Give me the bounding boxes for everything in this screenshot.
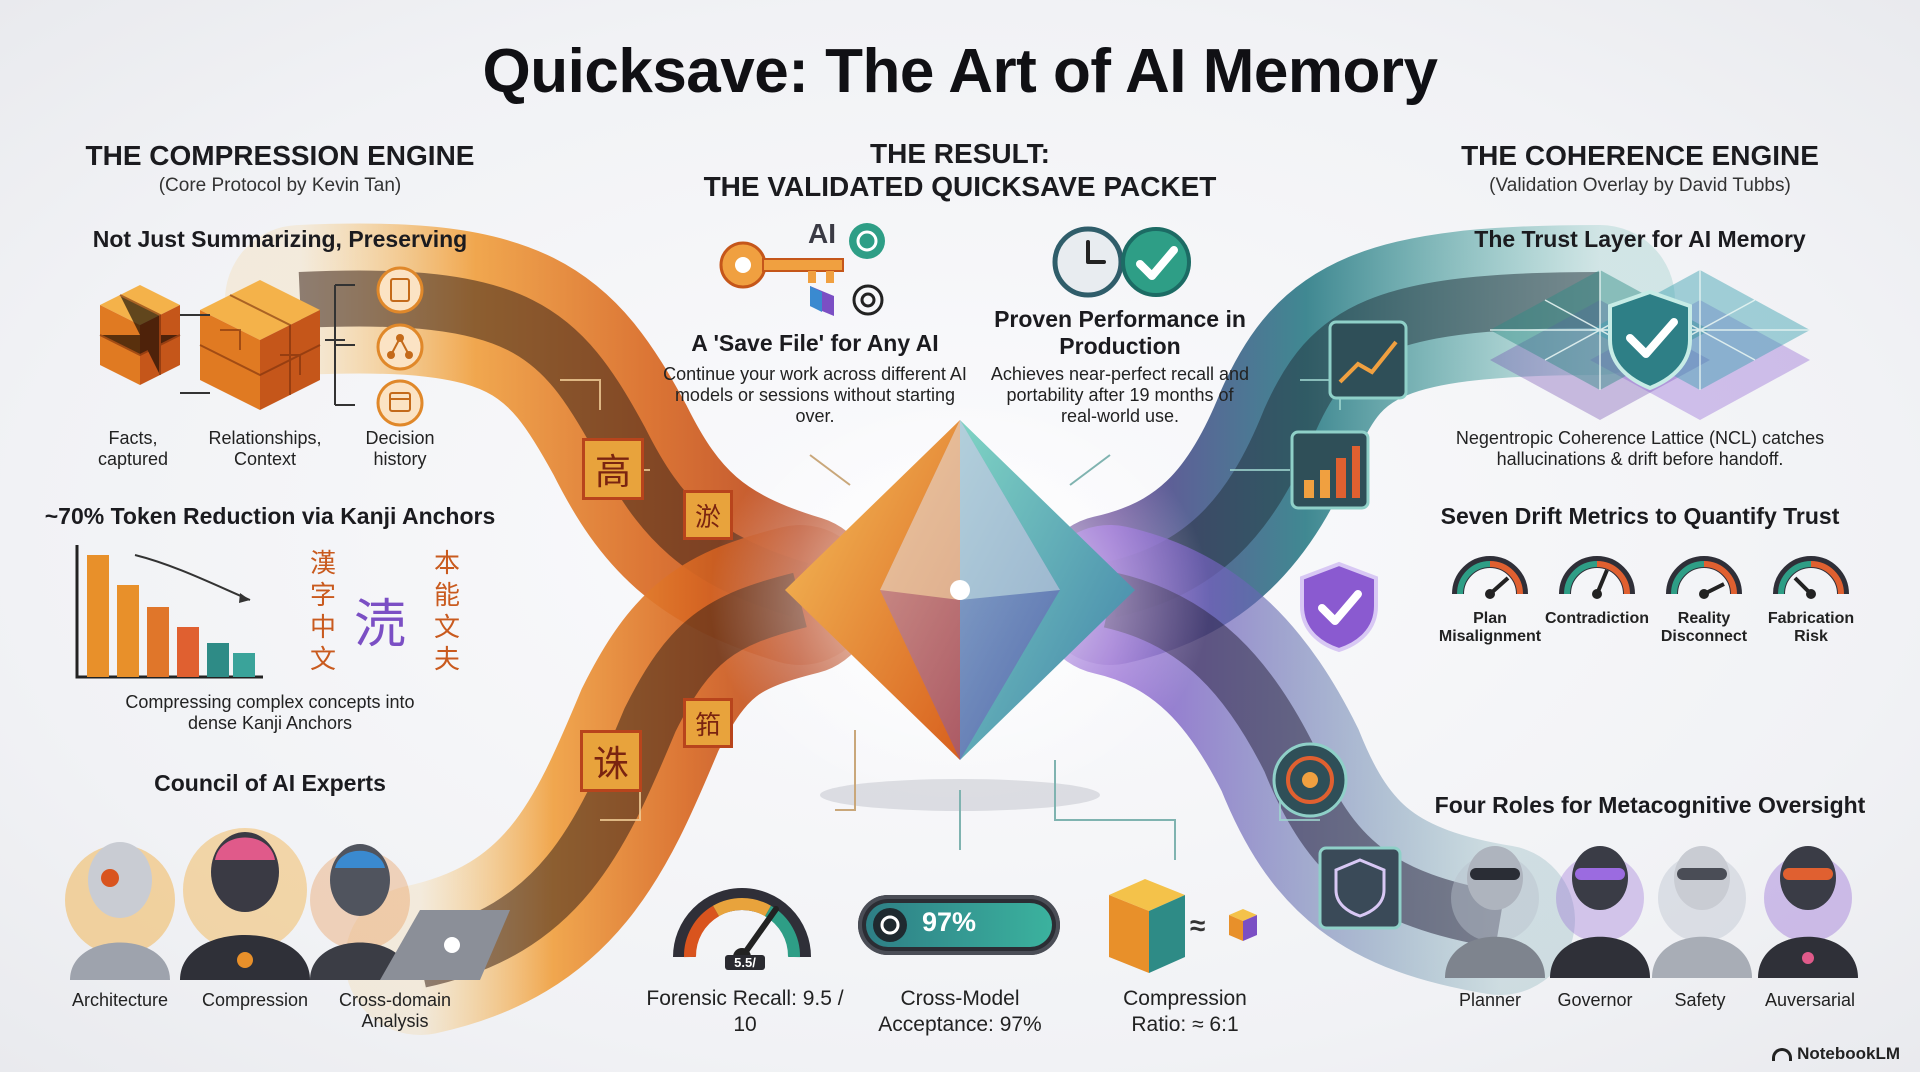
preserve-item-relationships: Relationships, Context [208,428,322,469]
role-governor: Governor [1557,990,1633,1010]
drift-gauge-icon [1452,556,1528,599]
preserve-heading: Not Just Summarizing, Preserving [92,226,468,252]
drift-metric-reality-disconnect: Reality Disconnect [1660,610,1748,645]
compressed-cubes-icon [99,266,424,427]
key-icon [719,241,844,289]
compression-cube-icon [1109,879,1257,973]
target-icon [1272,742,1348,818]
robot-analysis-icon [310,844,510,980]
bar-chart-icon [1290,430,1370,510]
drift-metric-contradiction: Contradiction [1545,610,1649,627]
council-heading: Council of AI Experts [154,770,386,796]
kanji-glyph: 文 [434,613,461,643]
shield-check-icon [1300,561,1378,653]
calendar-icon [376,379,424,427]
robot-planner-icon [1445,846,1545,978]
role-safety: Safety [1674,990,1726,1010]
drift-gauge-icon [1559,556,1635,599]
council-role-compression: Compression [201,990,309,1010]
drift-gauge-icon [1773,556,1849,599]
kanji-glyph: 能 [434,581,461,611]
robot-adversarial-icon [1758,846,1858,978]
trust-layer-heading: The Trust Layer for AI Memory [1474,226,1806,252]
kanji-left-column: 漢 字 中 文 [310,548,336,676]
path-kanji-tile: 淤 [683,490,733,540]
preserve-item-facts: Facts, captured [97,428,169,469]
roles-heading: Four Roles for Metacognitive Oversight [1434,792,1866,818]
brand-label: NotebookLM [1772,1044,1900,1064]
drift-metric-fabrication-risk: Fabrication Risk [1767,610,1855,645]
robot-governor-icon [1550,846,1650,978]
performance-heading: Proven Performance in Production [994,306,1246,359]
robot-architecture-icon [70,842,170,980]
token-reduction-heading: ~70% Token Reduction via Kanji Anchors [44,503,496,529]
coherence-engine-title: THE COHERENCE ENGINE [1461,140,1819,171]
metric-forensic-recall: Forensic Recall: 9.5 / 10 [646,987,844,1036]
chatgpt-logo-icon [849,223,885,259]
check-circle-icon [1121,227,1191,297]
kanji-right-column: 本 能 文 夫 [434,548,460,676]
save-file-heading: A 'Save File' for Any AI [691,330,939,356]
token-caption: Compressing complex concepts into dense … [125,692,415,733]
shield-emblem-icon [1318,846,1402,930]
metric-cross-model-acceptance: Cross-Model Acceptance: 97% [878,987,1042,1036]
clock-icon [1052,226,1124,298]
council-role-analysis: Cross-domain Analysis [338,990,452,1031]
kanji-glyph: 字 [310,581,337,611]
openai-logo-icon [852,284,884,316]
ncl-description: Negentropic Coherence Lattice (NCL) catc… [1455,428,1825,469]
drift-gauge-icon [1666,556,1742,599]
robot-safety-icon [1652,846,1752,978]
compression-engine-subtitle: (Core Protocol by Kevin Tan) [158,175,402,196]
drift-metric-plan-misalignment: Plan Misalignment [1438,610,1542,645]
reduction-bars-icon [75,545,263,679]
metric-compression-ratio: Compression Ratio: ≈ 6:1 [1123,987,1247,1036]
copilot-logo-icon [810,286,834,316]
drift-metrics-heading: Seven Drift Metrics to Quantify Trust [1440,503,1840,529]
result-heading-line1: THE RESULT: [870,138,1050,169]
kanji-center-glyph: 涜 [354,595,407,655]
trend-chart-icon [1328,320,1408,400]
save-file-text: Continue your work across different AI m… [663,364,967,426]
lattice-shield-icon [1490,270,1810,420]
document-icon [376,266,424,314]
acceptance-value: 97% [922,907,977,937]
openai-logo-icon [873,908,907,942]
ai-badge: AI [808,218,836,249]
role-planner: Planner [1458,990,1522,1010]
network-icon [376,323,424,371]
kanji-glyph: 漢 [310,549,337,579]
oversight-robots-icon [1445,846,1858,978]
notebooklm-logo-icon [1772,1048,1793,1062]
kanji-glyph: 夫 [434,645,461,675]
council-role-architecture: Architecture [71,990,169,1010]
gauge-readout: 5.5/ [725,955,765,970]
robot-compression-icon [180,832,310,980]
role-adversarial: Auversarial [1764,990,1856,1010]
path-kanji-tile: 诛 [580,730,642,792]
kanji-glyph: 文 [310,645,337,675]
coherence-engine-subtitle: (Validation Overlay by David Tubbs) [1489,175,1791,196]
page-title: Quicksave: The Art of AI Memory [482,37,1438,106]
kanji-glyph: 中 [310,613,337,643]
preserve-item-decisions: Decision history [365,428,435,469]
compression-engine-title: THE COMPRESSION ENGINE [85,140,475,171]
path-kanji-tile: 筘 [683,698,733,748]
brand-name: NotebookLM [1797,1044,1900,1063]
acceptance-pill: 97% [858,895,1060,955]
council-robots-icon [65,828,510,980]
performance-text: Achieves near-perfect recall and portabi… [990,364,1250,426]
path-kanji-tile: 高 [582,438,644,500]
kanji-anchor-cluster: 漢 字 中 文 涜 本 能 文 夫 [310,548,470,678]
kanji-glyph: 本 [434,549,461,579]
approx-symbol: ≈ [1190,910,1206,941]
result-heading-line2: THE VALIDATED QUICKSAVE PACKET [703,171,1217,202]
